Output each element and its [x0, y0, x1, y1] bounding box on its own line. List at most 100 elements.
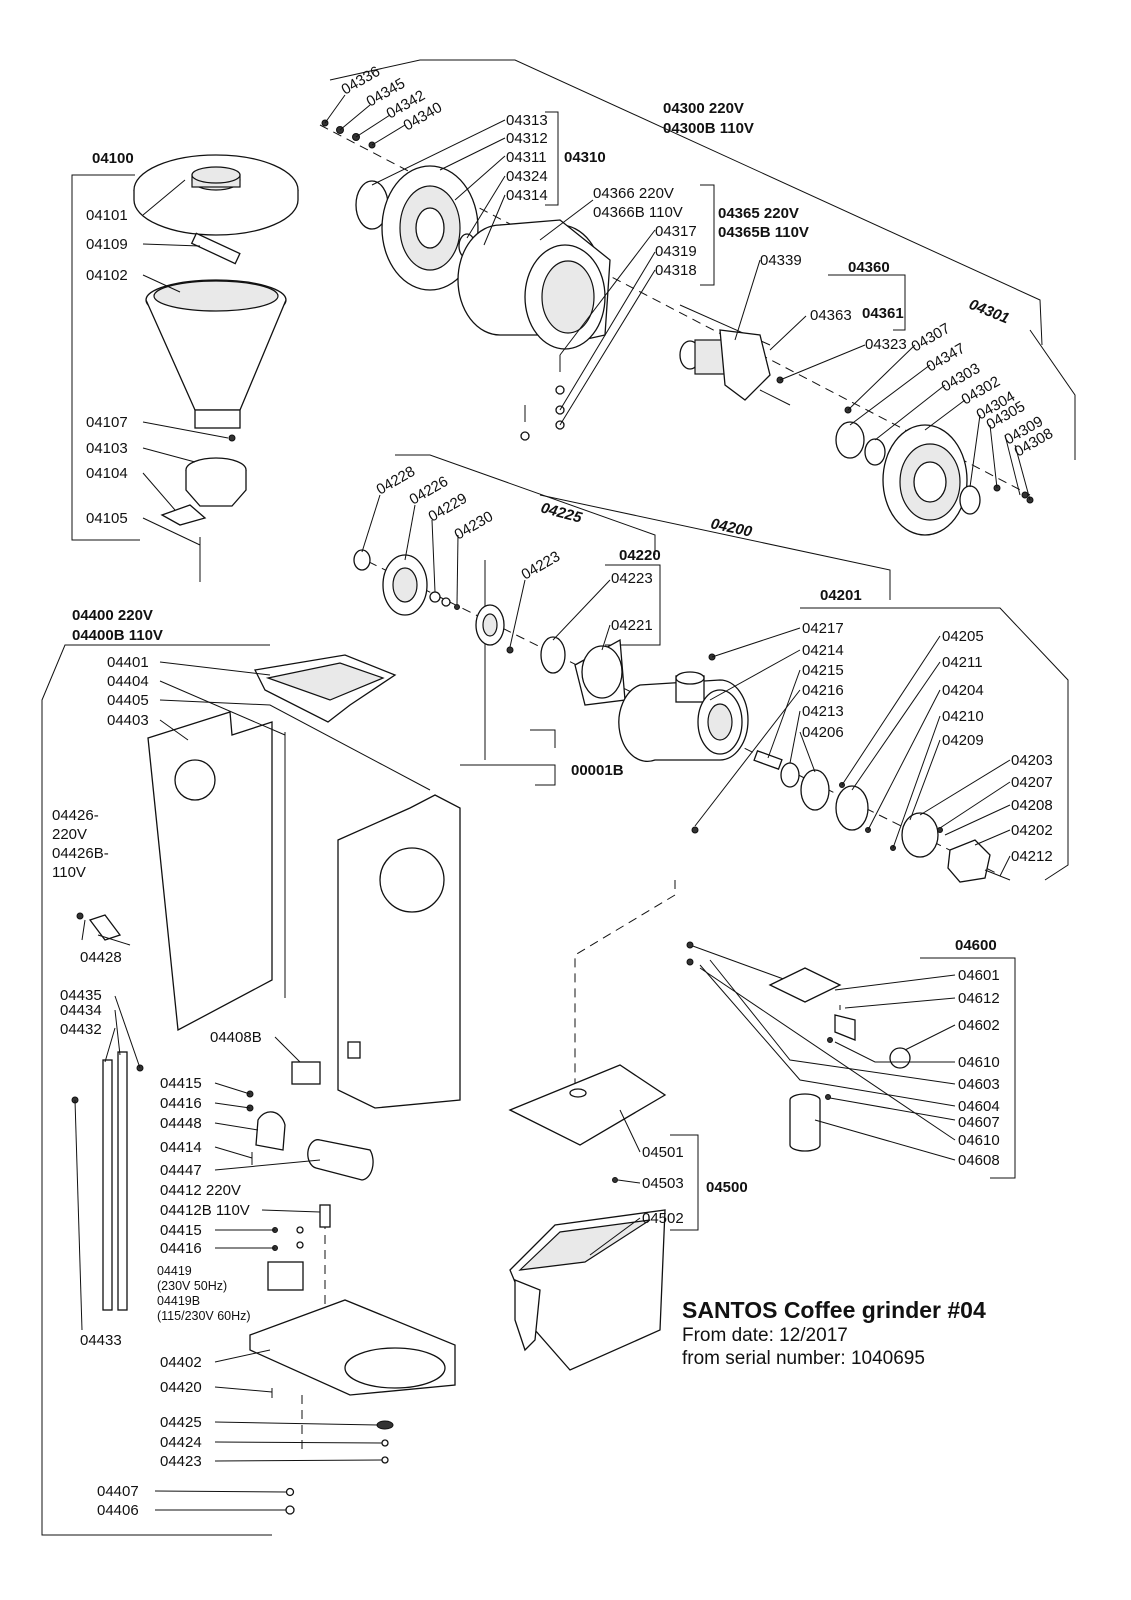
group-04300: 04300 220V: [663, 100, 744, 117]
label-04314: 04314: [506, 187, 548, 204]
label-04107: 04107: [86, 414, 128, 431]
label-04502: 04502: [642, 1210, 684, 1227]
label-04607: 04607: [958, 1114, 1000, 1131]
label-04602: 04602: [958, 1017, 1000, 1034]
label-04435: 04435: [60, 987, 102, 1004]
group-04400: 04400 220V: [72, 607, 153, 624]
label-04214: 04214: [802, 642, 844, 659]
label-04205: 04205: [942, 628, 984, 645]
part-04500-tray-and-container: [508, 1064, 667, 1371]
label-04415b: 04415: [160, 1222, 202, 1239]
label-04363: 04363: [810, 307, 852, 324]
label-04207: 04207: [1011, 774, 1053, 791]
part-04600-dosing-lever: [686, 941, 911, 1152]
label-04428: 04428: [80, 949, 122, 966]
label-04403: 04403: [107, 712, 149, 729]
label-04103: 04103: [86, 440, 128, 457]
label-04404: 04404: [107, 673, 149, 690]
label-04208: 04208: [1011, 797, 1053, 814]
group-04225: 04225: [539, 499, 584, 526]
label-04610b: 04610: [958, 1132, 1000, 1149]
label-04420: 04420: [160, 1379, 202, 1396]
label-04215: 04215: [802, 662, 844, 679]
group-04600: 04600: [955, 937, 997, 954]
label-04104: 04104: [86, 465, 128, 482]
label-04432: 04432: [60, 1021, 102, 1038]
label-04416a: 04416: [160, 1095, 202, 1112]
label-04425: 04425: [160, 1414, 202, 1431]
label-04318: 04318: [655, 262, 697, 279]
group-04365b: 04365B 110V: [718, 224, 809, 241]
part-04400-housing: [71, 654, 461, 1515]
label-04213: 04213: [802, 703, 844, 720]
label-04412b: 04412B 110V: [160, 1202, 250, 1219]
label-04405: 04405: [107, 692, 149, 709]
label-04223a: 04223: [519, 548, 564, 584]
from-date: From date: 12/2017: [682, 1325, 848, 1346]
label-04426c: 04426B-: [52, 845, 109, 862]
group-04500: 04500: [706, 1179, 748, 1196]
label-04202: 04202: [1011, 822, 1053, 839]
group-04100: 04100: [92, 150, 134, 167]
leader-lines: [74, 94, 1031, 1511]
group-04301: 04301: [967, 296, 1012, 327]
label-04448: 04448: [160, 1115, 202, 1132]
label-04501: 04501: [642, 1144, 684, 1161]
label-04230: 04230: [452, 508, 497, 544]
group-04400b: 04400B 110V: [72, 627, 163, 644]
label-04407: 04407: [97, 1483, 139, 1500]
group-04360: 04360: [848, 259, 890, 276]
part-04200-grinding-unit: [353, 549, 1011, 883]
label-04203: 04203: [1011, 752, 1053, 769]
label-04317: 04317: [655, 223, 697, 240]
label-04419c: 04419B: [157, 1294, 200, 1308]
label-04406: 04406: [97, 1502, 139, 1519]
label-04211: 04211: [942, 654, 983, 671]
label-04102: 04102: [86, 267, 128, 284]
label-04426d: 110V: [52, 864, 86, 881]
title-block: SANTOS Coffee grinder #04 From date: 12/…: [682, 1296, 986, 1370]
label-04608: 04608: [958, 1152, 1000, 1169]
label-04217: 04217: [802, 620, 844, 637]
label-04366b: 04366B 110V: [593, 204, 683, 221]
group-04220: 04220: [619, 547, 661, 564]
group-04200: 04200: [709, 515, 754, 540]
label-04610a: 04610: [958, 1054, 1000, 1071]
label-04339: 04339: [760, 252, 802, 269]
label-04412: 04412 220V: [160, 1182, 241, 1199]
assembly-axes: [301, 124, 1031, 1450]
label-04402: 04402: [160, 1354, 202, 1371]
label-04434: 04434: [60, 1002, 102, 1019]
label-04109: 04109: [86, 236, 128, 253]
group-04310: 04310: [564, 149, 606, 166]
label-04424: 04424: [160, 1434, 202, 1451]
label-04416b: 04416: [160, 1240, 202, 1257]
group-04201: 04201: [820, 587, 862, 604]
label-04408b: 04408B: [210, 1029, 262, 1046]
label-04319: 04319: [655, 243, 697, 260]
label-04209: 04209: [942, 732, 984, 749]
label-04312: 04312: [506, 130, 548, 147]
group-00001b: 00001B: [571, 762, 624, 779]
label-04366: 04366 220V: [593, 185, 674, 202]
label-04323: 04323: [865, 336, 907, 353]
label-04419b: (230V 50Hz): [157, 1279, 227, 1293]
serial-number: from serial number: 1040695: [682, 1348, 925, 1369]
label-04426a: 04426-: [52, 807, 99, 824]
label-04216: 04216: [802, 682, 844, 699]
label-04101: 04101: [86, 207, 128, 224]
part-04100-hopper: [133, 154, 299, 582]
group-04361: 04361: [862, 305, 904, 322]
label-04414: 04414: [160, 1139, 202, 1156]
label-04447: 04447: [160, 1162, 202, 1179]
label-04324: 04324: [506, 168, 548, 185]
label-04313: 04313: [506, 112, 548, 129]
label-04426b: 220V: [52, 826, 87, 843]
document-title: SANTOS Coffee grinder #04: [682, 1297, 986, 1323]
label-04221: 04221: [611, 617, 653, 634]
label-04206: 04206: [802, 724, 844, 741]
label-04223b: 04223: [611, 570, 653, 587]
label-04423: 04423: [160, 1453, 202, 1470]
group-frames: [41, 59, 1076, 1536]
